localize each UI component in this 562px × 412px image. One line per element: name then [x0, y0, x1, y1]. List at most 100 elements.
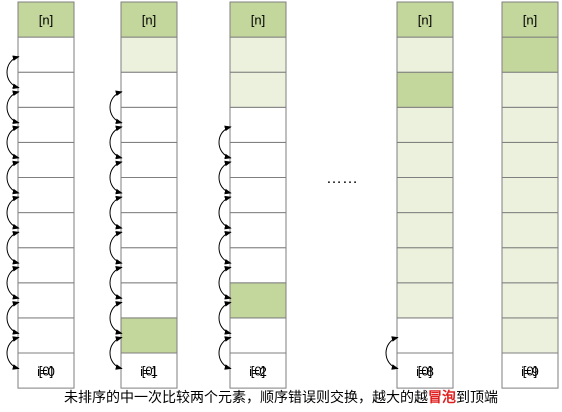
swap-arrow	[6, 336, 20, 370]
array-cell	[229, 282, 287, 319]
array-cell	[501, 1, 559, 38]
column-label: i=0	[37, 364, 55, 379]
array-cell	[17, 71, 75, 108]
array-cell	[229, 1, 287, 38]
swap-arrow	[6, 55, 20, 89]
array-cell	[17, 317, 75, 354]
swap-arrow	[109, 195, 123, 230]
swap-arrow	[6, 266, 20, 300]
array-column: [n] [0]i=8	[385, 1, 454, 389]
swap-arrow	[218, 336, 232, 370]
swap-arrow	[6, 195, 20, 230]
swap-arrow	[218, 266, 232, 300]
array-column: [n] [0]i=9	[501, 1, 559, 389]
array-column: [n][0]i=0	[6, 1, 75, 389]
column-label: i=2	[249, 364, 267, 379]
array-cell	[120, 177, 178, 214]
swap-arrow	[109, 90, 123, 125]
array-cell	[120, 36, 178, 73]
caption: 未排序的中一次比较两个元素，顺序错误则交换，越大的越冒泡到顶端	[0, 388, 562, 410]
cell-label-top: [n]	[251, 13, 265, 28]
array-cell	[17, 106, 75, 143]
array-cell	[501, 36, 559, 73]
array-cell	[396, 141, 454, 178]
array-cell	[120, 212, 178, 249]
cell-label-bottom: [0]	[39, 364, 53, 379]
array-column: [n] [0]i=1	[109, 1, 178, 389]
swap-arrow	[109, 230, 123, 265]
array-cell	[501, 317, 559, 354]
array-cell	[229, 71, 287, 108]
array-cell	[17, 36, 75, 73]
array-cell	[17, 352, 75, 389]
swap-arrow	[6, 125, 20, 160]
array-cell	[17, 282, 75, 319]
swap-arrow	[109, 160, 123, 195]
array-cell	[229, 36, 287, 73]
swap-arrow	[109, 336, 123, 370]
swap-arrow	[109, 301, 123, 335]
array-cell	[396, 247, 454, 284]
array-cell	[396, 317, 454, 354]
swap-arrow	[6, 301, 20, 335]
swap-arrow	[6, 230, 20, 265]
array-cell	[120, 247, 178, 284]
array-cell	[17, 141, 75, 178]
cell-label-bottom: [0]	[142, 364, 156, 379]
array-cell	[229, 247, 287, 284]
swap-arrow	[385, 336, 399, 370]
array-cell	[501, 212, 559, 249]
swap-arrow	[6, 90, 20, 125]
column-label: i=1	[140, 364, 158, 379]
array-cell	[396, 106, 454, 143]
cell-label-top: [n]	[418, 13, 432, 28]
swap-arrow	[218, 230, 232, 265]
array-cell	[120, 317, 178, 354]
array-cell	[17, 247, 75, 284]
array-cell	[17, 1, 75, 38]
array-cell	[396, 1, 454, 38]
swap-arrow	[218, 125, 232, 160]
array-cell	[501, 177, 559, 214]
array-cell	[120, 352, 178, 389]
cell-label-top: [n]	[523, 13, 537, 28]
array-cell	[229, 317, 287, 354]
ellipsis: ……	[326, 170, 358, 187]
cell-label-bottom: [0]	[523, 364, 537, 379]
cell-label-bottom: [0]	[251, 364, 265, 379]
array-cell	[396, 177, 454, 214]
swap-arrow	[6, 160, 20, 195]
array-cell	[120, 71, 178, 108]
array-cell	[501, 282, 559, 319]
cell-label-bottom: [0]	[418, 364, 432, 379]
array-cell	[501, 71, 559, 108]
column-label: i=8	[416, 364, 434, 379]
swap-arrow	[218, 195, 232, 230]
array-cell	[229, 212, 287, 249]
array-cell	[17, 177, 75, 214]
array-cell	[396, 212, 454, 249]
swap-arrow	[109, 266, 123, 300]
array-cell	[501, 106, 559, 143]
swap-arrow	[109, 125, 123, 160]
array-cell	[229, 141, 287, 178]
array-cell	[501, 247, 559, 284]
array-cell	[120, 1, 178, 38]
array-cell	[120, 106, 178, 143]
column-label: i=9	[521, 364, 539, 379]
array-cell	[396, 71, 454, 108]
array-cell	[229, 177, 287, 214]
array-cell	[396, 282, 454, 319]
cell-label-top: [n]	[142, 13, 156, 28]
array-cell	[396, 36, 454, 73]
array-cell	[17, 212, 75, 249]
swap-arrow	[218, 160, 232, 195]
swap-arrow	[218, 301, 232, 335]
array-cell	[120, 141, 178, 178]
array-column: [n] [0]i=2	[218, 1, 287, 389]
caption-highlight: 冒泡	[428, 391, 456, 406]
caption-text-end: 到顶端	[456, 391, 498, 406]
array-cell	[229, 106, 287, 143]
caption-text: 未排序的中一次比较两个元素，顺序错误则交换，越大的越	[64, 391, 428, 406]
